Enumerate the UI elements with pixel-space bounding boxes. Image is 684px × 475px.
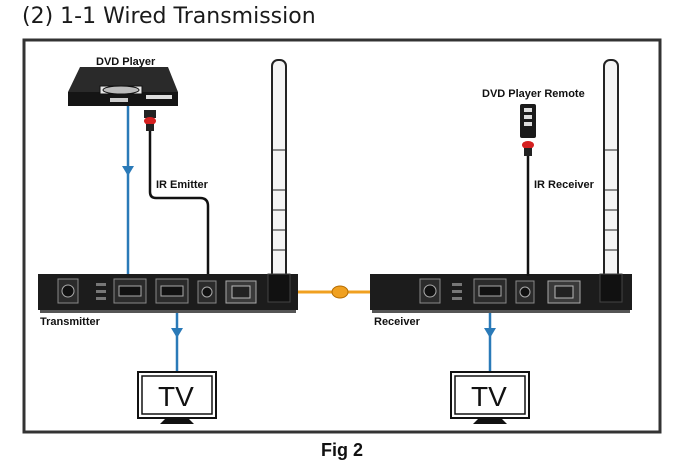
transmitter-unit (38, 59, 298, 313)
ir-emitter-label: IR Emitter (156, 179, 209, 191)
ir-emitter-cable (148, 131, 210, 276)
dvd-player-label: DVD Player (96, 56, 156, 68)
ir-receiver-label: IR Receiver (534, 179, 595, 191)
network-coupler (331, 285, 349, 299)
arrow-down-dvd (122, 166, 134, 176)
transmitter-label: Transmitter (40, 316, 101, 328)
receiver-unit (370, 59, 632, 313)
dvd-remote (520, 104, 536, 138)
ir-receiver-head (522, 141, 534, 156)
arrow-down-rx (484, 328, 496, 338)
arrow-down-tx (171, 328, 183, 338)
figure-caption: Fig 2 (320, 440, 363, 460)
tv-right (450, 371, 530, 424)
tv-right-label: TV (471, 381, 507, 412)
diagram-frame (22, 38, 662, 434)
tv-left-label: TV (158, 381, 194, 412)
page-heading: (2) 1-1 Wired Transmission (22, 4, 316, 29)
dvd-player (68, 67, 178, 106)
tv-left (137, 371, 217, 424)
ir-emitter-head (144, 110, 156, 131)
dvd-remote-label: DVD Player Remote (482, 88, 585, 100)
receiver-label: Receiver (374, 316, 421, 328)
